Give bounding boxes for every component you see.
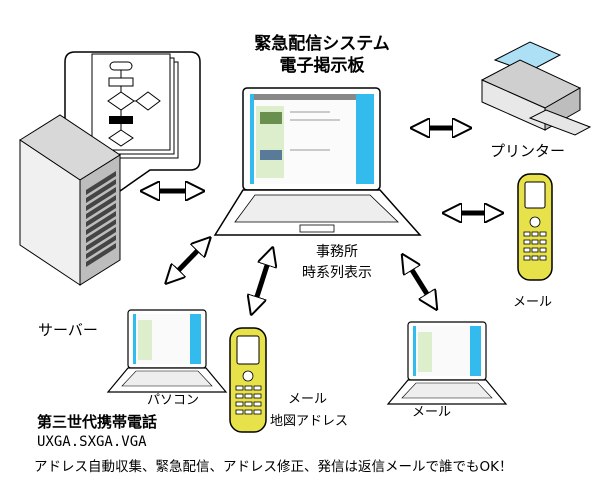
phone-right-icon [517,173,553,281]
system-title-line2: 電子掲示板 [279,55,365,76]
office-label: 事務所 時系列表示 [297,244,377,282]
server-label: サーバー [38,321,98,339]
resolutions-label: UXGA.SXGA.VGA [37,434,147,450]
printer-icon [480,41,592,136]
arrow-laptop-phone-center [254,256,270,306]
server-icon [19,114,121,286]
printer-label: プリンター [490,142,566,160]
office-label-line2: 時系列表示 [302,265,372,282]
mail-phone-label-line2: 地図アドレス [270,414,349,429]
mail-bottom-right-label: メール [412,405,452,420]
office-label-line1: 事務所 [316,244,358,260]
arrow-laptop-laptop-left [172,244,204,277]
laptop-left-icon [106,309,228,393]
mail-phone-label-line1: メール [288,392,328,407]
flowchart-pages-icon [91,53,179,159]
phone-center-icon [229,327,267,433]
laptop-right-icon [386,321,508,405]
phone-generation-label: 第三世代携帯電話 [37,413,158,431]
pc-left-label: パソコン [147,393,200,408]
mail-right-label: メール [513,295,553,310]
footer-caption: アドレス自動収集、緊急配信、アドレス修正、発信は返信メールで誰でもOK！ [34,459,513,475]
arrow-laptop-laptop-right [407,262,432,302]
system-title: 緊急配信システム 電子掲示板 [247,35,397,75]
main-laptop-icon [213,87,422,236]
system-title-line1: 緊急配信システム [254,34,390,54]
